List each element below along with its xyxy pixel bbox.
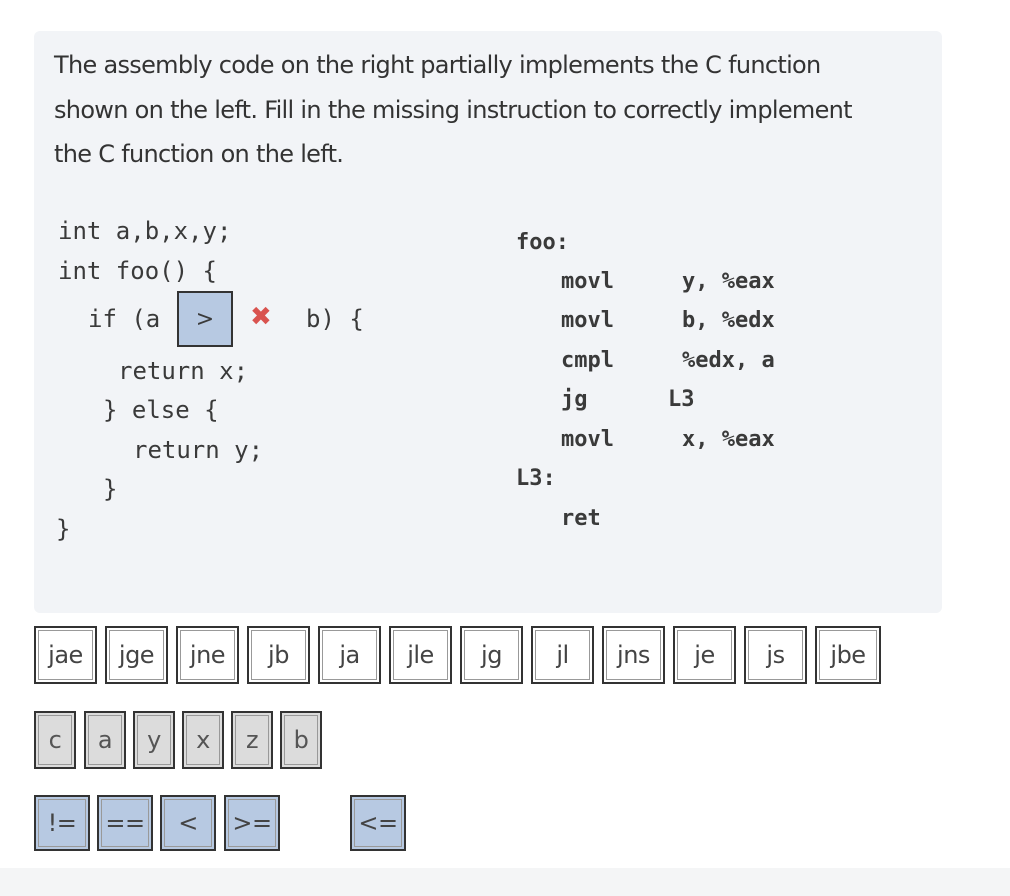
operator-drop-slot[interactable]: >: [177, 291, 233, 347]
c-code-line-1: int a,b,x,y;: [58, 217, 232, 245]
asm-label-foo: foo:: [516, 230, 569, 255]
variable-tile-x[interactable]: x: [182, 711, 224, 769]
asm-args: y, %eax: [682, 269, 775, 294]
asm-args: x, %eax: [682, 427, 775, 452]
operator-tile-less-equal[interactable]: <=: [350, 795, 406, 851]
question-prompt: The assembly code on the right partially…: [54, 51, 853, 168]
jump-tile-jns[interactable]: jns: [602, 626, 665, 684]
incorrect-icon: ✖: [250, 302, 272, 332]
asm-ret: ret: [561, 506, 601, 531]
asm-op: movl: [561, 308, 614, 333]
operator-tile-not-equal[interactable]: !=: [34, 795, 90, 851]
jump-tile-js[interactable]: js: [744, 626, 807, 684]
asm-args: L3: [668, 387, 695, 412]
c-code-close-inner: }: [103, 475, 118, 503]
variable-tile-b[interactable]: b: [280, 711, 322, 769]
jump-tile-jg[interactable]: jg: [460, 626, 523, 684]
variable-tile-a[interactable]: a: [84, 711, 126, 769]
asm-op: movl: [561, 427, 614, 452]
c-code-return-x: return x;: [118, 357, 249, 385]
asm-op: movl: [561, 269, 614, 294]
variable-tile-y[interactable]: y: [133, 711, 175, 769]
asm-args: %edx, a: [682, 348, 775, 373]
jump-tile-jne[interactable]: jne: [176, 626, 239, 684]
jump-tile-jb[interactable]: jb: [247, 626, 310, 684]
jump-tile-jle[interactable]: jle: [389, 626, 452, 684]
asm-op: cmpl: [561, 348, 614, 373]
question-panel: The assembly code on the right partially…: [34, 31, 942, 613]
jump-tile-jl[interactable]: jl: [531, 626, 594, 684]
c-code-if-suffix: b) {: [306, 305, 364, 333]
asm-args: b, %edx: [682, 308, 775, 333]
c-code-else: } else {: [103, 396, 219, 424]
c-code-close-outer: }: [56, 515, 71, 543]
c-code-line-2: int foo() {: [58, 257, 217, 285]
c-code-if-prefix: if (a: [88, 305, 161, 333]
variable-tile-z[interactable]: z: [231, 711, 273, 769]
jump-tile-jae[interactable]: jae: [34, 626, 97, 684]
jump-tile-ja[interactable]: ja: [318, 626, 381, 684]
operator-tile-equal[interactable]: ==: [97, 795, 153, 851]
c-code-return-y: return y;: [133, 436, 264, 464]
operator-tile-greater-equal[interactable]: >=: [224, 795, 280, 851]
operator-tile-less-than[interactable]: <: [160, 795, 216, 851]
variable-tile-c[interactable]: c: [34, 711, 76, 769]
page-footer-band: [0, 868, 1010, 896]
asm-label-l3: L3:: [516, 466, 556, 491]
jump-tile-je[interactable]: je: [673, 626, 736, 684]
jump-tile-jbe[interactable]: jbe: [815, 626, 881, 684]
jump-tile-jge[interactable]: jge: [105, 626, 168, 684]
asm-op: jg: [561, 387, 588, 412]
